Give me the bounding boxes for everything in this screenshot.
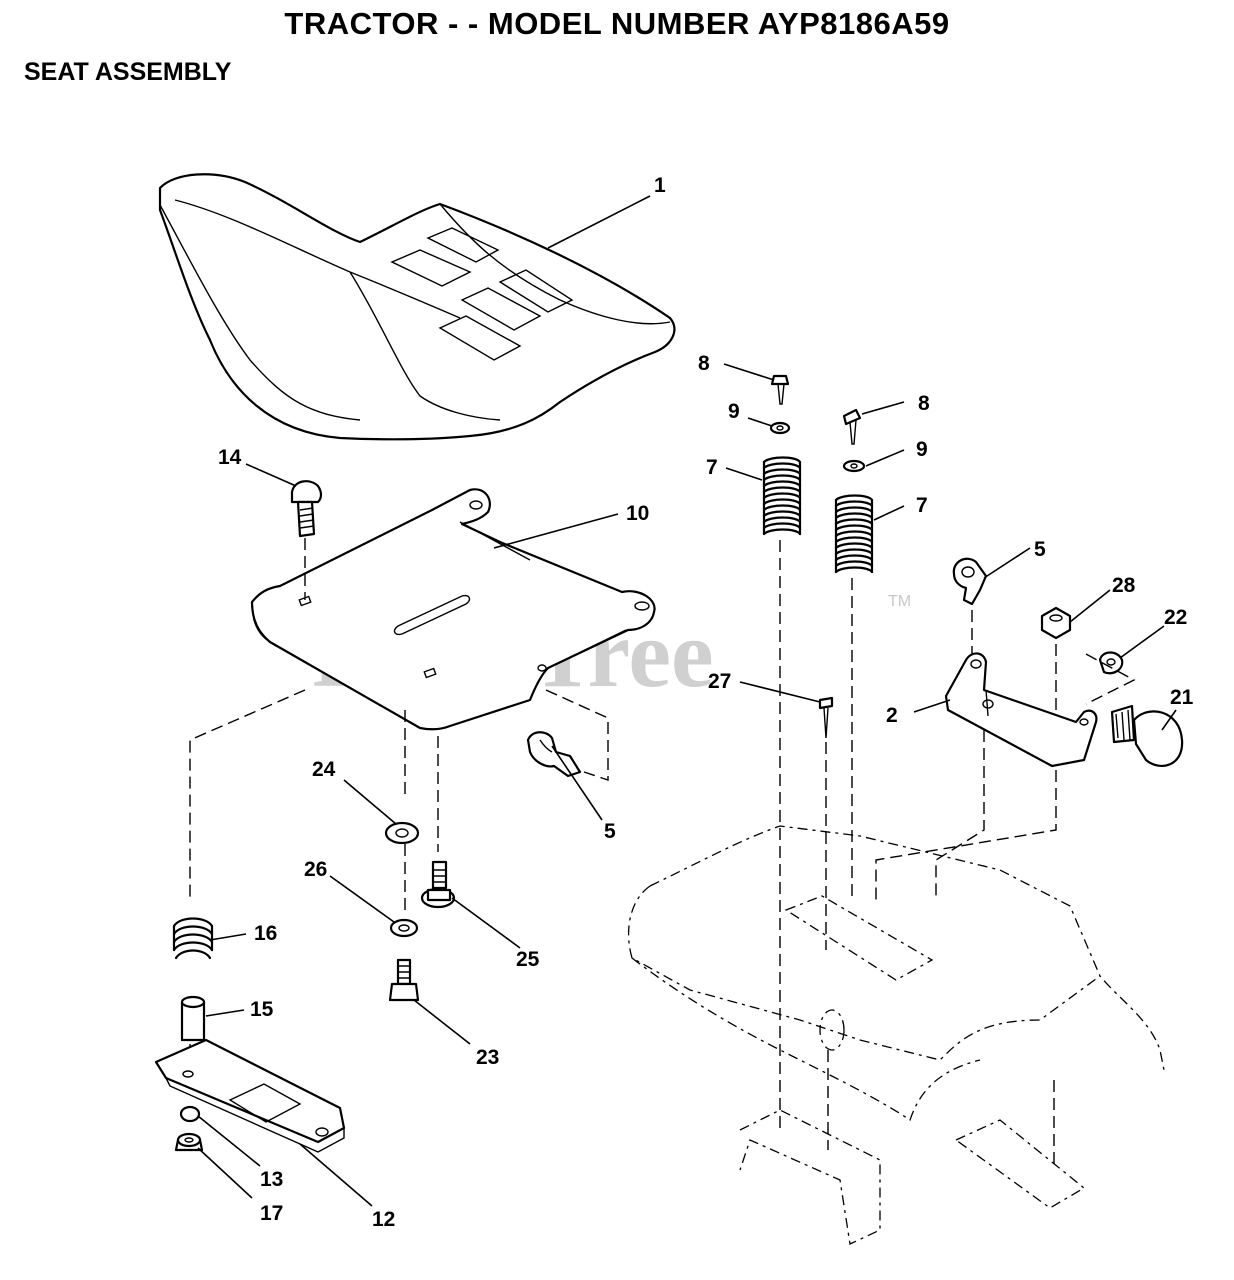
watermark-tm: TM (888, 593, 911, 610)
spring-7-right (834, 494, 874, 574)
callout-17: 17 (260, 1202, 283, 1225)
callout-21: 21 (1170, 686, 1194, 709)
nut-28 (1040, 606, 1072, 640)
callout-28: 28 (1112, 574, 1136, 597)
callout-8-right: 8 (918, 392, 930, 415)
callout-16: 16 (254, 922, 277, 945)
nut-13 (179, 1105, 201, 1123)
callout-13: 13 (260, 1168, 283, 1191)
callout-12: 12 (372, 1208, 395, 1231)
seat-clip-right (952, 557, 988, 606)
shoulder-bolt-25 (420, 860, 456, 909)
spring-16 (172, 917, 214, 960)
bolt-23 (388, 958, 420, 1002)
callout-5-right: 5 (1034, 538, 1046, 561)
spring-bracket (944, 652, 1098, 768)
fender-phantom (627, 825, 1165, 1245)
bolt-8-right (842, 408, 862, 445)
callout-1: 1 (654, 174, 666, 197)
callout-10: 10 (626, 502, 649, 525)
spring-plate-12 (154, 1038, 346, 1153)
bolt-8-left (770, 374, 790, 405)
diagram-title: TRACTOR - - MODEL NUMBER AYP8186A59 (284, 6, 950, 41)
washer-22 (1098, 651, 1124, 675)
callout-25: 25 (516, 948, 540, 971)
spring-7-left (762, 456, 802, 536)
screw-27 (818, 696, 834, 739)
washer-9-right (842, 459, 866, 473)
carriage-bolt (290, 480, 323, 538)
callout-27: 27 (708, 670, 731, 693)
section-title: SEAT ASSEMBLY (24, 58, 232, 86)
callout-24: 24 (312, 758, 336, 781)
callout-9-left: 9 (728, 400, 740, 423)
callout-7-left: 7 (706, 456, 718, 479)
callout-22: 22 (1164, 606, 1187, 629)
callout-7-right: 7 (916, 494, 928, 517)
callout-26: 26 (304, 858, 327, 881)
lock-washer-26 (389, 918, 419, 938)
washer-24 (384, 821, 420, 845)
adjust-knob (1110, 704, 1184, 768)
callout-15: 15 (250, 998, 274, 1021)
spacer-15 (180, 995, 206, 1042)
seat-pan (250, 488, 656, 731)
callout-5-left: 5 (604, 820, 616, 843)
callout-9-right: 9 (916, 438, 928, 461)
callout-2: 2 (886, 704, 898, 727)
callout-23: 23 (476, 1046, 499, 1069)
seat (158, 173, 676, 441)
callout-8-left: 8 (698, 352, 710, 375)
nut-17 (174, 1132, 204, 1152)
washer-9-left (769, 421, 791, 435)
callout-14: 14 (218, 446, 242, 469)
seat-clip-left (526, 731, 582, 778)
